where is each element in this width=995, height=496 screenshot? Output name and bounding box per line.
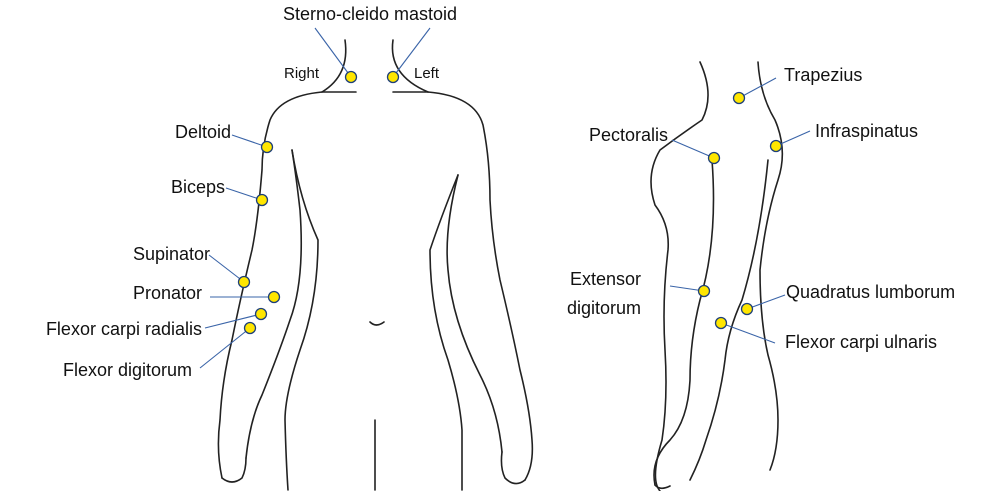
electrode-pronator bbox=[267, 290, 281, 304]
front-view-labels: Sterno-cleido mastoid Right Left Deltoid… bbox=[46, 4, 457, 380]
torso-left-side bbox=[429, 174, 463, 491]
label-deltoid: Deltoid bbox=[175, 122, 231, 142]
label-extensor-line1: Extensor bbox=[570, 269, 641, 289]
label-flexor-carpi-radialis: Flexor carpi radialis bbox=[46, 319, 202, 339]
electrode-extensor-digitorum bbox=[697, 284, 711, 298]
leader-deltoid bbox=[231, 134, 268, 148]
side-back-profile bbox=[757, 61, 784, 471]
label-quadratus-lumborum: Quadratus lumborum bbox=[786, 282, 955, 302]
leader-sterno-left bbox=[392, 27, 431, 78]
leader-flexor-carpi-radialis bbox=[204, 313, 262, 329]
leader-flexor-carpi-ulnaris bbox=[720, 322, 776, 344]
label-pectoralis: Pectoralis bbox=[589, 125, 668, 145]
left-arm-outer bbox=[427, 91, 534, 481]
label-supinator: Supinator bbox=[133, 244, 210, 264]
right-arm-outer bbox=[217, 91, 323, 479]
side-hand bbox=[654, 484, 671, 490]
label-flexor-carpi-ulnaris: Flexor carpi ulnaris bbox=[785, 332, 937, 352]
label-sterno-cleido-mastoid: Sterno-cleido mastoid bbox=[283, 4, 457, 24]
side-arm-front bbox=[653, 159, 715, 486]
leader-supinator bbox=[208, 254, 245, 283]
label-flexor-digitorum: Flexor digitorum bbox=[63, 360, 192, 380]
label-right: Right bbox=[284, 65, 320, 82]
leader-quadratus bbox=[746, 294, 786, 310]
side-view-labels: Trapezius Infraspinatus Pectoralis Exten… bbox=[567, 65, 955, 352]
leader-lines bbox=[199, 27, 811, 369]
electrode-flexor-digitorum bbox=[243, 321, 257, 335]
left-hand bbox=[500, 451, 526, 485]
label-trapezius: Trapezius bbox=[784, 65, 862, 85]
electrode-sterno-right bbox=[344, 70, 358, 84]
electrode-trapezius bbox=[732, 91, 746, 105]
label-biceps: Biceps bbox=[171, 177, 225, 197]
leader-flexor-digitorum bbox=[199, 327, 251, 369]
electrode-quadratus-lumborum bbox=[740, 302, 754, 316]
electrode-infraspinatus bbox=[769, 139, 783, 153]
electrode-pectoralis bbox=[707, 151, 721, 165]
neck-right-line bbox=[321, 39, 347, 93]
electrode-flexor-carpi-radialis bbox=[254, 307, 268, 321]
leader-infraspinatus bbox=[775, 130, 811, 147]
right-arm-inner bbox=[245, 149, 303, 459]
side-front-profile bbox=[650, 61, 709, 492]
neck-left-line bbox=[391, 39, 429, 93]
side-body-outline bbox=[650, 61, 784, 492]
electrode-flexor-carpi-ulnaris bbox=[714, 316, 728, 330]
leader-pectoralis bbox=[671, 139, 715, 159]
leader-trapezius bbox=[738, 77, 777, 99]
electrode-sterno-left bbox=[386, 70, 400, 84]
navel bbox=[369, 321, 385, 326]
electrode-deltoid bbox=[260, 140, 274, 154]
left-arm-inner bbox=[446, 174, 503, 453]
electrode-supinator bbox=[237, 275, 251, 289]
electrode-points bbox=[237, 70, 783, 335]
side-arm-back bbox=[689, 159, 769, 481]
electrode-biceps bbox=[255, 193, 269, 207]
label-left: Left bbox=[414, 65, 440, 82]
label-infraspinatus: Infraspinatus bbox=[815, 121, 918, 141]
right-hand bbox=[221, 457, 247, 483]
torso-right-side bbox=[284, 149, 319, 491]
leader-sterno-right bbox=[314, 27, 352, 78]
leader-biceps bbox=[225, 187, 263, 201]
label-extensor-line2: digitorum bbox=[567, 298, 641, 318]
label-pronator: Pronator bbox=[133, 283, 202, 303]
front-body-outline bbox=[217, 39, 534, 491]
